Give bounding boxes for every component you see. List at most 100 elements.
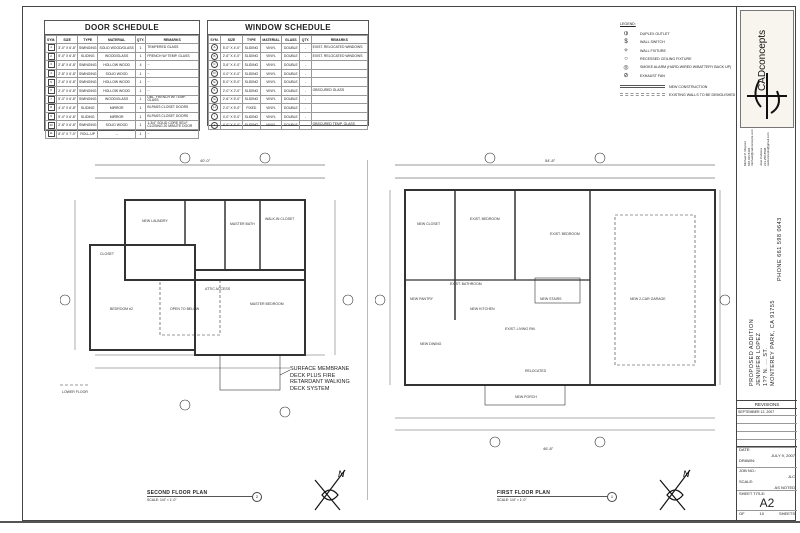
schedule-cell: 1 [134, 120, 147, 130]
schedule-cell: 1 [134, 103, 147, 113]
room-label: CLOSET [100, 252, 115, 256]
schedule-cell: VINYL [259, 103, 283, 113]
schedule-cell: VINYL [259, 51, 283, 62]
schedule-cell: SLIDING [76, 111, 99, 122]
schedule-cell: MIRROR [97, 111, 136, 122]
symbol-tag: 4 [47, 70, 55, 77]
schedule-cell: WOOD/GLASS [97, 94, 136, 105]
schedule-cell: 1 [134, 68, 147, 79]
schedule-cell: 2'-8" X 6'-8" [56, 120, 78, 130]
schedule-cell: 5'-0" X 6'-8" [56, 51, 78, 62]
schedule-cell: 11 [44, 128, 58, 139]
client-city: MONTEREY PARK, CA 91755 [770, 300, 776, 386]
schedule-cell: VINYL [259, 120, 283, 130]
schedule-cell: SWINGING [76, 60, 99, 70]
schedule-cell: - [299, 51, 312, 62]
schedule-cell: - [299, 77, 312, 87]
schedule-cell [310, 111, 369, 122]
symbol-tag: D [211, 70, 219, 77]
schedule-cell: 4'-0" X 6'-8" [56, 103, 78, 113]
section-marker-icon [60, 294, 71, 306]
svg-text:N: N [683, 469, 690, 479]
schedule-cell: WOOD/GLASS [97, 51, 136, 62]
schedule-cell: C [207, 60, 222, 70]
client-phone: PHONE 661 598 0643 [777, 217, 783, 281]
legend-demolished: EXISTING WALLS TO BE DEMOLISHED [620, 91, 780, 99]
room-label: NEW STAIRS [540, 297, 562, 301]
north-arrow-icon: N [659, 469, 691, 511]
schedule-cell: 1 [44, 43, 58, 53]
smoke-alarm-icon: ◎ [623, 64, 629, 71]
symbol-tag: 3 [47, 61, 55, 69]
room-label: ATTIC ACCESS [205, 287, 231, 291]
schedule-cell: DOUBLE [281, 85, 301, 96]
symbol-tag: 1 [47, 44, 55, 52]
legend-new-construction: NEW CONSTRUCTION [620, 83, 780, 91]
legend-item: ⊘EXHAUST FAN [620, 71, 780, 79]
schedule-cell: - [299, 68, 312, 79]
schedule-cell: VINYL [259, 60, 283, 70]
designer-email: cadconcepts@gmail.com [766, 132, 770, 166]
schedule-cell: 2'-0" X 2'-0" [220, 85, 244, 96]
schedule-cell: SOLID WOOD [97, 68, 136, 79]
schedule-cell [310, 68, 369, 79]
schedule-cell: SOLID WOOD/GLASS [97, 43, 136, 53]
job-label: JOB NO.: [739, 468, 757, 473]
column-header: SIZE [56, 35, 78, 44]
schedule-cell: A [207, 43, 222, 53]
schedule-cell: DOUBLE [281, 60, 301, 70]
schedule-cell: SWINGING [76, 94, 99, 105]
schedule-cell: 2'-6" X 5'-0" [220, 94, 244, 105]
schedule-cell: EXIST. RELOCATED WINDOWS [310, 51, 369, 62]
sheet-title-label: SHEET TITLE: [739, 491, 766, 496]
drawing-number-marker: 1 [607, 492, 617, 502]
of-label: OF [739, 510, 745, 516]
column-header: REMARKS [310, 35, 369, 44]
room-label: NEW 2-CAR GARAGE [630, 297, 666, 301]
bedroom-2-walls [89, 244, 196, 351]
master-bedroom-walls [194, 269, 306, 356]
upper-block-walls [124, 199, 306, 281]
room-label: WALK-IN CLOSET [265, 217, 295, 221]
svg-text:N: N [338, 469, 345, 479]
schedule-cell: I [207, 111, 222, 122]
schedule-cell: 10 [44, 120, 58, 130]
exhaust-fan-icon: ⊘ [623, 73, 629, 80]
schedule-cell: 8'-0" X 7'-0" [56, 128, 78, 139]
schedule-cell: 2'-0" X 5'-0" [220, 103, 244, 113]
garage-outline [614, 214, 696, 366]
room-label: RELOCATED [525, 369, 547, 373]
first-floor-plan-title: FIRST FLOOR PLAN [497, 490, 551, 496]
legend-item: ◎SMOKE ALARM (HARD-WIRED W/BATTERY BACK … [620, 63, 780, 71]
schedule-cell: VINYL [259, 43, 283, 53]
schedule-cell: DOUBLE [281, 68, 301, 79]
scale-label: SCALE: [739, 479, 754, 484]
client-address: 1?? N. ... ST. [763, 347, 769, 386]
overall-dimension: 40'-0" [200, 158, 211, 163]
schedule-cell: SWINGING [76, 43, 99, 53]
room-label: MASTER BEDROOM [250, 302, 284, 306]
schedule-cell: DOUBLE [281, 43, 301, 53]
schedule-cell: VINYL [259, 94, 283, 105]
legend-title: LEGEND: [620, 22, 636, 26]
designer-email: michael@cadconcepts.com [750, 129, 754, 166]
symbol-tag: B [211, 53, 219, 60]
symbol-tag: 10 [47, 121, 55, 129]
schedule-cell: OBSCURED GLASS [310, 85, 369, 96]
second-floor-plan-scale: SCALE: 1/4" = 1'-0" [147, 498, 177, 502]
schedule-cell: 2'-8" X 6'-8" [56, 68, 78, 79]
schedule-cell: SWINGING [76, 85, 99, 96]
room-label: NEW CLOSET [417, 222, 441, 226]
schedule-cell [310, 103, 369, 113]
schedule-cell: 1 [134, 85, 147, 96]
symbol-tag: G [211, 96, 219, 103]
schedule-cell: DOUBLE [281, 120, 301, 130]
note-label: LOWER FLOOR [62, 390, 88, 394]
section-marker-icon [594, 436, 606, 448]
